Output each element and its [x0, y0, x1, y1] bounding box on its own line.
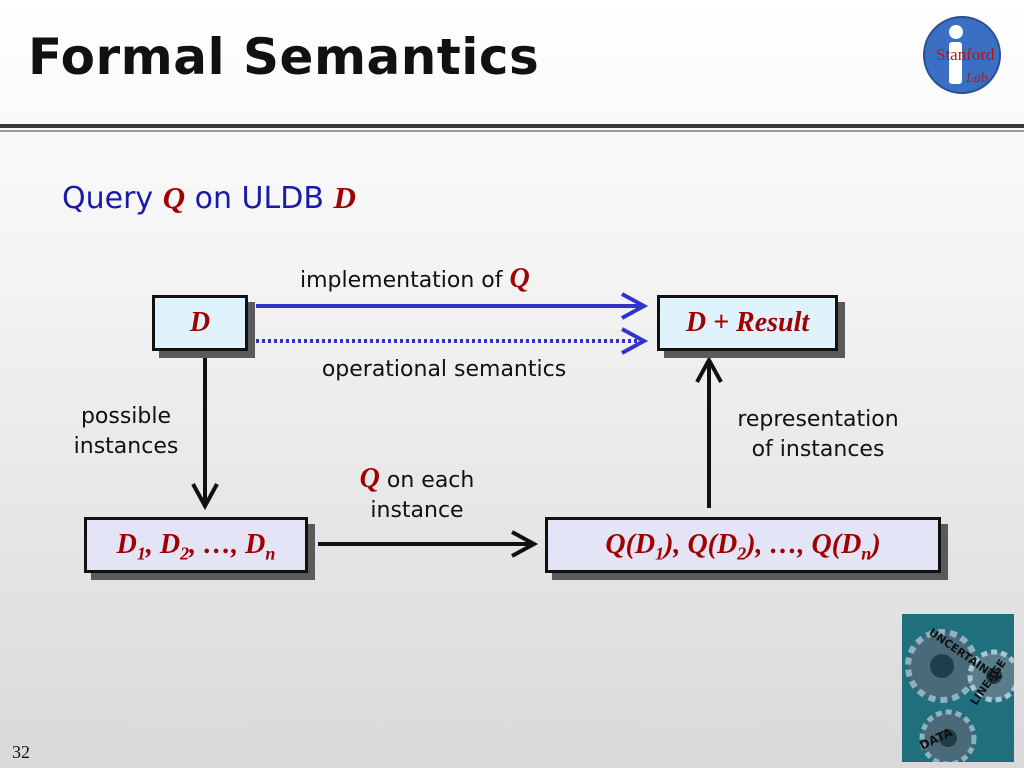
logo-lab-text: Lab [965, 71, 988, 86]
instance-d2: D [159, 529, 181, 560]
result-sub-n: n [861, 543, 872, 564]
slide-title: Formal Semantics [28, 28, 540, 86]
implementation-label: implementation of Q [300, 264, 590, 296]
implementation-arrow [256, 292, 649, 320]
result-close-2: ), …, [746, 529, 812, 560]
representation-arrow [695, 355, 723, 508]
operational-semantics-label: operational semantics [290, 355, 598, 385]
subtitle-prefix: Query [62, 181, 163, 216]
result-qn: Q(D [811, 529, 862, 560]
box-d: D [152, 295, 248, 351]
title-rule [0, 124, 1024, 128]
instance-dn: D [245, 529, 266, 560]
possible-line-1: possible [80, 404, 172, 429]
gear-icon [919, 709, 977, 762]
instance-sep-1: , [145, 529, 160, 560]
subtitle-d: D [333, 180, 356, 215]
subtitle-q: Q [162, 180, 186, 215]
representation-line-1: representation [737, 407, 899, 432]
result-q2: Q(D [687, 529, 738, 560]
each-line-1: on each [379, 468, 475, 493]
box-instances: D1, D2, …, Dn [84, 517, 308, 573]
uncertainty-lineage-data-logo: UNCERTAINTY LINEAGE DATA [902, 614, 1014, 762]
stanford-infolab-logo: Stanford Lab [923, 16, 1001, 94]
instance-sub-1: 1 [136, 543, 146, 564]
q-on-each-instance-arrow [318, 530, 539, 558]
result-sub-2: 2 [737, 543, 747, 564]
operational-semantics-arrow [256, 327, 649, 355]
slide-subtitle: Query Q on ULDB D [62, 180, 356, 216]
possible-instances-label: possible instances [56, 402, 196, 462]
logo-stanford-text: Stanford [936, 45, 995, 64]
gear-icon [967, 649, 1014, 703]
representation-line-2: of instances [751, 437, 885, 462]
each-line-2: instance [370, 498, 464, 523]
possible-instances-arrow [191, 353, 219, 511]
box-d-label: D [189, 307, 211, 338]
result-q1: Q(D [605, 529, 656, 560]
instance-sub-2: 2 [180, 543, 190, 564]
operational-semantics-text: operational semantics [321, 357, 567, 382]
instance-d1: D [116, 529, 137, 560]
implementation-q: Q [509, 263, 530, 294]
subtitle-middle: on ULDB [185, 181, 334, 216]
instance-sub-n: n [265, 543, 276, 564]
result-close-n: ) [871, 529, 881, 560]
representation-label: representation of instances [714, 405, 922, 465]
each-q: Q [359, 463, 380, 494]
box-results: Q(D1), Q(D2), …, Q(Dn) [545, 517, 941, 573]
title-rule-shadow [0, 130, 1024, 132]
box-d-result-label: D + Result [685, 307, 810, 338]
q-on-each-instance-label: Q on each instance [322, 464, 512, 526]
possible-line-2: instances [73, 434, 179, 459]
instance-sep-2: , …, [189, 529, 246, 560]
result-sub-1: 1 [655, 543, 665, 564]
implementation-text: implementation of [300, 268, 510, 293]
result-close-1: ), [664, 529, 688, 560]
page-number: 32 [12, 742, 30, 762]
box-d-result: D + Result [657, 295, 838, 351]
